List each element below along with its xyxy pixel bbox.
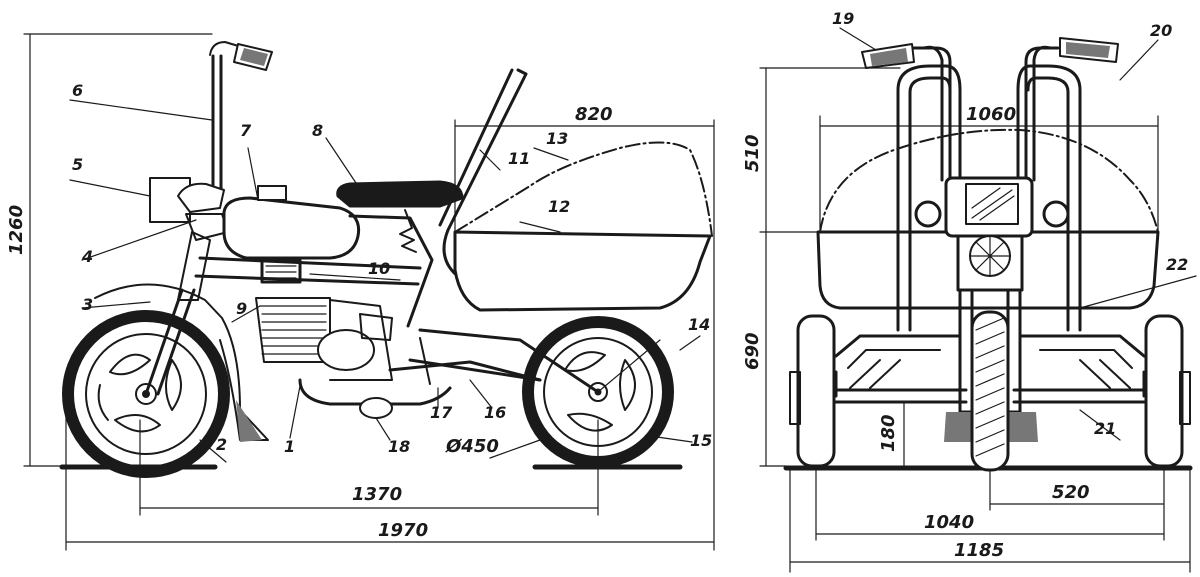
- part-label-7: 7: [240, 121, 252, 140]
- part-label-2: 2: [216, 435, 227, 454]
- engine: [255, 297, 393, 381]
- dim-wheelbase: 1370: [352, 484, 402, 505]
- dim-ground-clearance: 180: [878, 414, 899, 452]
- fuel-tank: [222, 196, 361, 260]
- side-view: 1260 1370 1970 820 Ø450 6 5 4 3 7 8 11 1…: [6, 33, 715, 551]
- speedometer: [965, 183, 1019, 225]
- seat: [336, 180, 464, 208]
- part-label-15: 15: [690, 431, 712, 450]
- front-fork: [144, 288, 184, 396]
- part-label-10: 10: [368, 259, 390, 278]
- front-fender: [94, 283, 269, 441]
- part-label-8: 8: [312, 121, 323, 140]
- part-label-12: 12: [548, 197, 570, 216]
- dim-trunk-length: 820: [575, 104, 613, 125]
- dim-upper-height: 510: [742, 134, 763, 172]
- carburetor: [260, 258, 302, 284]
- leader-lines-side: [69, 99, 701, 463]
- left-turn-light: [914, 200, 942, 228]
- leader-lines-rear: [839, 27, 1197, 441]
- part-label-18: 18: [388, 437, 410, 456]
- part-label-22: 22: [1166, 255, 1188, 274]
- right-bar-frame: [1016, 64, 1082, 332]
- dim-overall-length: 1970: [378, 520, 428, 541]
- left-bar-frame: [896, 64, 962, 332]
- part-label-13: 13: [546, 129, 568, 148]
- rear-view: 510 1060 690 180 520 1040 1185 19 20 22 …: [742, 9, 1197, 573]
- fuel-cap: [257, 185, 287, 201]
- dim-wheel-diameter: Ø450: [445, 436, 499, 457]
- part-label-4: 4: [81, 247, 93, 266]
- dimension-lines-side: [23, 33, 715, 551]
- dim-trunk-width: 1060: [966, 104, 1016, 125]
- mud-flap: [236, 400, 262, 442]
- dim-half-track: 520: [1052, 482, 1090, 503]
- part-label-16: 16: [484, 403, 506, 422]
- part-label-6: 6: [72, 81, 83, 100]
- trunk-lid: [454, 141, 713, 237]
- part-label-20: 20: [1150, 21, 1172, 40]
- part-label-3: 3: [82, 295, 93, 314]
- dim-overall-width: 1185: [954, 540, 1004, 561]
- right-turn-light: [1042, 200, 1070, 228]
- rear-frame: [832, 334, 1148, 404]
- right-handlebar: [1024, 46, 1060, 182]
- front-wheel: [62, 310, 230, 478]
- trunk-lower: [453, 230, 712, 312]
- dim-lower-height: 690: [742, 332, 763, 370]
- part-label-5: 5: [72, 155, 83, 174]
- clamp: [177, 182, 225, 213]
- dimension-lines-rear: [759, 67, 1191, 573]
- rear-spring: [399, 209, 417, 253]
- swing-arm: [418, 328, 600, 394]
- frame-rear-stay: [348, 214, 434, 328]
- part-label-19: 19: [832, 9, 854, 28]
- dim-overall-height: 1260: [6, 205, 27, 255]
- right-rear-wheel: [1144, 314, 1184, 468]
- part-label-14: 14: [688, 315, 710, 334]
- part-label-21: 21: [1094, 419, 1116, 438]
- left-rear-wheel: [796, 314, 836, 468]
- handlebar: [209, 41, 246, 61]
- part-label-11: 11: [508, 149, 530, 168]
- fork-bracket: [956, 234, 1024, 292]
- part-label-17: 17: [430, 403, 453, 422]
- trunk-rear-lid: [819, 128, 1159, 233]
- part-label-1: 1: [284, 437, 295, 456]
- footrest: [359, 397, 393, 419]
- frame-top-tube: [198, 256, 422, 270]
- dim-track: 1040: [924, 512, 974, 533]
- center-wheel: [970, 310, 1010, 472]
- part-label-9: 9: [236, 299, 247, 318]
- fork-leg: [177, 231, 211, 301]
